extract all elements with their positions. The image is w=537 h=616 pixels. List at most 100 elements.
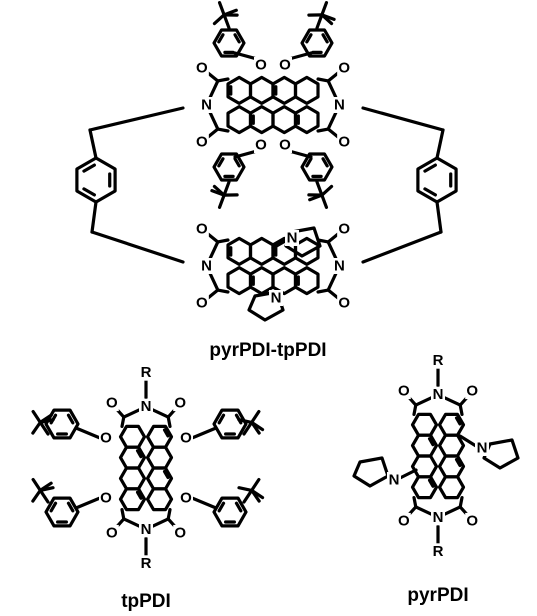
dimer-linker-right-ch2-top — [361, 106, 445, 132]
dimer-phenoxy-ring-br — [300, 152, 334, 182]
tpPDI-tbutyl-bl-methyl — [38, 481, 53, 492]
dimer-phenoxy-ring-tr-double — [321, 33, 329, 44]
tpPDI-core-ring — [118, 466, 147, 491]
tpPDI-oxygen-tr-bg — [179, 430, 193, 446]
tpPDI-core-nitrogen-top: N — [141, 398, 152, 415]
tpPDI-core-r-bottom: R — [141, 555, 152, 572]
tpPDI-tbutyl-tr-methyl — [250, 420, 265, 432]
dimer-phenoxy-oxygen-bl: O — [255, 137, 267, 154]
dimer-tbutyl-br-stem — [315, 180, 324, 197]
dimer-pyr-core-oxygen-right-bottom-bg — [337, 295, 352, 312]
dimer-tp-core-oxygen-right-top: O — [338, 59, 350, 76]
tpPDI-oxygen-bl-bg — [99, 490, 113, 506]
dimer-tp-core-ring — [271, 104, 298, 135]
pyrPDI-pyrrolidine-bond-left — [398, 468, 418, 480]
tpPDI-phenoxy-ring-tr — [212, 408, 248, 440]
dimer-linker-ring-right-double — [423, 187, 437, 197]
dimer-tp-core-oxygen-left-top-bg — [194, 59, 209, 76]
dimer-phenoxy-oxygen-tl-bg — [254, 57, 268, 73]
tpPDI-tbutyl-bl-stem — [38, 488, 50, 504]
dimer-tp-core-oxygen-right-bottom-bg — [337, 134, 352, 151]
tpPDI-oxygen-br-bg — [179, 490, 193, 506]
dimer-phenoxy-ring-bl-double — [217, 157, 225, 168]
dimer-tp-core-oxygen-left-bottom-bg — [194, 134, 209, 151]
bond-skeleton — [31, 1, 520, 557]
dimer-tbutyl-br-methyl — [320, 184, 334, 197]
dimer-tp-core-oxygen-right-bottom: O — [338, 134, 350, 151]
pyrPDI-pyrrolidine-right — [482, 438, 520, 470]
dimer-tbutyl-tr-stem — [315, 13, 324, 30]
pyrPDI-pyrrolidine-bond-right — [458, 434, 478, 448]
pyrPDI-core-r-bottom: R — [433, 543, 444, 560]
dimer-phenoxy-ring-tr-double — [305, 33, 313, 44]
tpPDI-tbutyl-br-methyl — [237, 486, 254, 492]
tpPDI-core-ring — [145, 445, 174, 470]
pyrPDI-pyrrolidine-nitrogen-right: N — [477, 440, 488, 457]
dimer-pyr-core-oxygen-right-top: O — [338, 220, 350, 237]
dimer-tbutyl-tr-methyl — [320, 13, 336, 21]
tpPDI-core-nitrogen-bottom-bg — [139, 521, 153, 538]
dimer-tbutyl-br-methyl — [308, 193, 324, 202]
tpPDI-core-double — [162, 469, 170, 480]
pyrPDI-core-nitrogen-top: N — [433, 386, 444, 403]
dimer-tbutyl-bl-stem — [222, 180, 231, 197]
pyrPDI-core-oxygen-top-right-bg — [465, 383, 480, 400]
tpPDI-tbutyl-bl-methyl — [31, 477, 42, 492]
dimer-tp-core-ring — [226, 104, 253, 135]
tpPDI-core-nitrogen-top-bg — [139, 398, 153, 415]
dimer-phenoxy-ring-br-double — [305, 157, 313, 168]
dimer-tp-core-ring — [293, 75, 320, 106]
dimer-tp-core-nitrogen-left-bg — [199, 97, 214, 113]
tpPDI-core-nitrogen-bottom: N — [141, 521, 152, 538]
dimer-linker-ring-left-double — [82, 187, 96, 197]
dimer-phenoxy-ring-bl — [212, 152, 246, 182]
dimer-pyr-core-oxygen-right-bottom: O — [338, 295, 350, 312]
tpPDI-tbutyl-br-methyl — [250, 488, 265, 500]
pyrPDI-core-double — [454, 457, 462, 468]
tpPDI-phenoxy-ring-tl — [44, 408, 80, 440]
dimer-pyr-core-ring — [226, 266, 253, 296]
dimer-pyr-core-oxygen-left-top: O — [196, 220, 208, 237]
tpPDI-tbutyl-tr-methyl — [237, 418, 254, 424]
tpPDI-tbutyl-tr-stem — [242, 420, 254, 436]
pyrPDI-core-oxygen-bottom-right: O — [466, 512, 478, 529]
pyrPDI-core-ring — [410, 412, 439, 437]
dimer-pyr-core-ring — [293, 266, 320, 296]
tpPDI-core-oxygen-bottom-right: O — [174, 524, 186, 541]
tpPDI-core-double — [135, 490, 143, 500]
dimer-phenoxy-ring-tr — [300, 28, 334, 58]
tpPDI-core-oxygen-bottom-left-bg — [104, 524, 119, 541]
pyrPDI-pyrrolidine-nitrogen-right-bg — [475, 440, 489, 456]
pyrPDI-core-double — [427, 437, 435, 447]
dimer-pyr-core-oxygen-left-top-bg — [194, 220, 209, 237]
caption-tpPDI: tpPDI — [121, 591, 171, 612]
tpPDI-core-ring — [145, 487, 174, 512]
dimer-pyr-core-nitrogen-right-bg — [332, 258, 347, 274]
dimer-phenoxy-ring-tl-double — [217, 33, 225, 44]
tpPDI-phenoxy-ring-br-double — [217, 501, 226, 513]
dimer-linker-right-bond-low — [435, 200, 443, 234]
dimer-tbutyl-tl-stem — [222, 13, 231, 30]
tpPDI-core-r-top: R — [141, 364, 152, 381]
dimer-pyrrolidine-nitrogen-top-bg — [285, 230, 299, 246]
dimer-tbutyl-br-methyl — [320, 193, 329, 209]
tpPDI-oxygen-tr: O — [180, 430, 192, 447]
pyrPDI-core-oxygen-bottom-left-bg — [396, 512, 411, 529]
dimer-phenoxy-ring-br-double — [321, 157, 329, 168]
tpPDI-tbutyl-tl-methyl — [38, 413, 53, 424]
dimer-linker-right-ch2-bottom — [361, 230, 443, 264]
tpPDI-core-oxygen-top-right: O — [174, 395, 186, 412]
dimer-phenoxy-oxygen-tl: O — [255, 57, 267, 74]
dimer-pyr-core-imide — [216, 288, 230, 294]
dimer-phenoxy-oxygen-tr-bg — [278, 57, 292, 73]
pyrPDI-core-nitrogen-bottom: N — [433, 509, 444, 526]
pyrPDI-pyrrolidine-left — [352, 456, 390, 488]
dimer-tbutyl-tl-methyl — [217, 1, 226, 17]
tpPDI-phenoxy-ring-bl — [44, 496, 80, 528]
pyrPDI-core-ring — [410, 475, 439, 500]
tpPDI-oxygen-tl: O — [100, 430, 112, 447]
tpPDI-tbutyl-tl-methyl — [31, 409, 42, 424]
tpPDI-core-ring — [118, 424, 147, 449]
